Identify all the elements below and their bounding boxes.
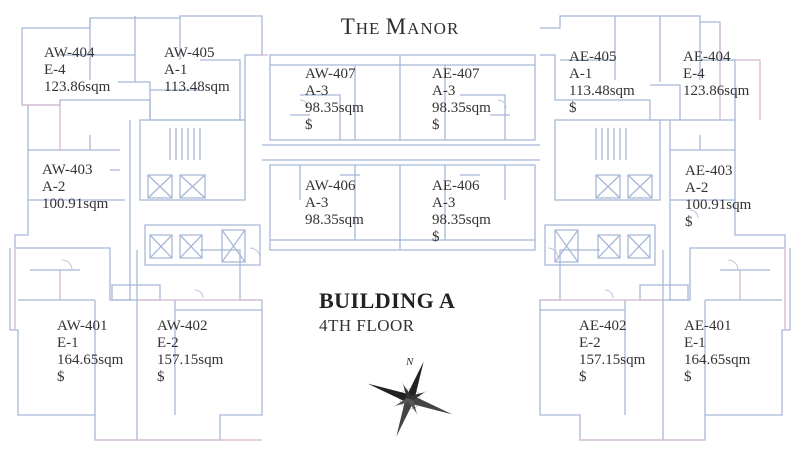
unit-area: 98.35sqm (305, 100, 364, 116)
building-heading: BUILDING A 4TH FLOOR (319, 288, 455, 336)
unit-type: E-2 (157, 335, 179, 351)
title-initial-1: T (340, 14, 356, 39)
unit-type: A-1 (569, 66, 593, 82)
unit-label-ae-404: AE-404 E-4 123.86sqm (683, 49, 749, 100)
title-rest-1: HE (355, 19, 386, 38)
unit-label-ae-406: AE-406 A-3 98.35sqm $ (432, 178, 491, 246)
unit-price-marker: $ (685, 214, 693, 230)
west-wing-pink-walls (14, 54, 268, 441)
compass-rose-icon (367, 361, 453, 437)
unit-id: AE-402 (579, 318, 627, 334)
unit-area: 98.35sqm (432, 212, 491, 228)
unit-area: 123.86sqm (683, 83, 750, 99)
unit-price-marker: $ (157, 369, 165, 385)
unit-label-aw-406: AW-406 A-3 98.35sqm (305, 178, 364, 229)
unit-id: AE-407 (432, 66, 480, 82)
unit-area: 98.35sqm (432, 100, 491, 116)
unit-label-aw-401: AW-401 E-1 164.65sqm $ (57, 318, 123, 386)
unit-id: AW-405 (164, 45, 215, 61)
unit-label-aw-405: AW-405 A-1 113.48sqm (164, 45, 230, 96)
title-initial-2: M (385, 14, 408, 39)
unit-type: A-3 (432, 195, 456, 211)
unit-label-aw-407: AW-407 A-3 98.35sqm $ (305, 66, 364, 134)
central-block-walls (262, 54, 540, 251)
unit-label-ae-407: AE-407 A-3 98.35sqm $ (432, 66, 491, 134)
unit-id: AW-404 (44, 45, 95, 61)
unit-id: AE-406 (432, 178, 480, 194)
east-wing-walls (539, 15, 791, 441)
east-wing-pink-walls (540, 22, 786, 441)
page-title: THE MANOR (0, 14, 800, 40)
unit-type: A-3 (305, 195, 329, 211)
unit-price-marker: $ (432, 229, 440, 245)
unit-area: 164.65sqm (57, 352, 124, 368)
unit-type: E-4 (44, 62, 66, 78)
unit-price-marker: $ (684, 369, 692, 385)
unit-area: 157.15sqm (579, 352, 646, 368)
unit-area: 113.48sqm (569, 83, 635, 99)
unit-label-aw-404: AW-404 E-4 123.86sqm (44, 45, 110, 96)
unit-label-ae-402: AE-402 E-2 157.15sqm $ (579, 318, 645, 386)
unit-label-aw-403: AW-403 A-2 100.91sqm (42, 162, 108, 213)
unit-area: 100.91sqm (685, 197, 752, 213)
unit-id: AW-403 (42, 162, 93, 178)
unit-id: AW-407 (305, 66, 356, 82)
unit-price-marker: $ (305, 117, 313, 133)
unit-type: E-4 (683, 66, 705, 82)
title-rest-2: ANOR (407, 19, 460, 38)
unit-area: 98.35sqm (305, 212, 364, 228)
unit-price-marker: $ (569, 100, 577, 116)
door-swings (61, 99, 739, 299)
unit-price-marker: $ (579, 369, 587, 385)
building-name: BUILDING A (319, 288, 456, 313)
unit-price-marker: $ (57, 369, 65, 385)
unit-id: AE-404 (683, 49, 731, 65)
north-label: N (406, 356, 414, 368)
unit-label-ae-405: AE-405 A-1 113.48sqm $ (569, 49, 635, 117)
unit-area: 113.48sqm (164, 79, 230, 95)
unit-label-ae-403: AE-403 A-2 100.91sqm $ (685, 163, 751, 231)
unit-type: A-3 (305, 83, 329, 99)
unit-id: AW-402 (157, 318, 208, 334)
floor-label: 4TH FLOOR (319, 316, 415, 335)
unit-id: AE-403 (685, 163, 733, 179)
unit-id: AW-406 (305, 178, 356, 194)
unit-type: E-2 (579, 335, 601, 351)
unit-price-marker: $ (432, 117, 440, 133)
unit-label-ae-401: AE-401 E-1 164.65sqm $ (684, 318, 750, 386)
unit-type: A-2 (42, 179, 66, 195)
unit-area: 157.15sqm (157, 352, 224, 368)
unit-id: AW-401 (57, 318, 108, 334)
unit-type: E-1 (57, 335, 79, 351)
unit-id: AE-405 (569, 49, 617, 65)
unit-type: A-1 (164, 62, 188, 78)
unit-type: E-1 (684, 335, 706, 351)
unit-id: AE-401 (684, 318, 732, 334)
unit-area: 123.86sqm (44, 79, 111, 95)
unit-area: 100.91sqm (42, 196, 109, 212)
unit-type: A-3 (432, 83, 456, 99)
unit-type: A-2 (685, 180, 709, 196)
unit-label-aw-402: AW-402 E-2 157.15sqm $ (157, 318, 223, 386)
unit-area: 164.65sqm (684, 352, 751, 368)
